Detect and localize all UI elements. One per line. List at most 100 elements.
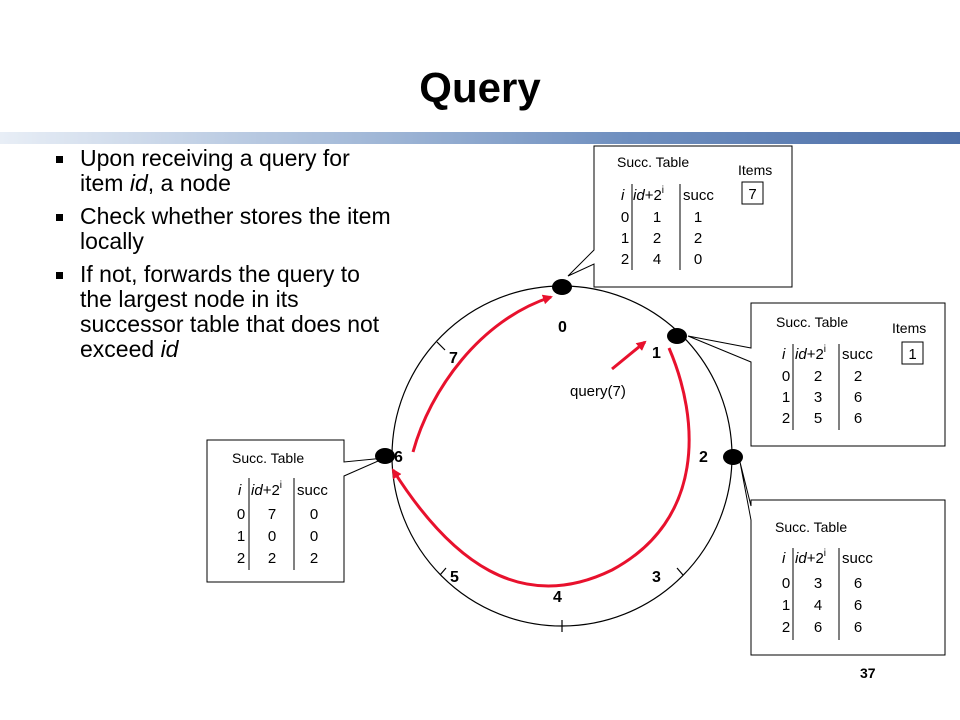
ring-label: 0: [558, 319, 567, 336]
table-cell: 0: [621, 209, 629, 226]
table-cell: 6: [854, 597, 862, 614]
col-header-id: id+2i: [251, 480, 282, 499]
ring-label: 1: [652, 345, 661, 362]
square-bullet-icon: [56, 272, 63, 279]
query-path-6-to-0: [411, 294, 553, 453]
items-label: Items: [892, 320, 926, 336]
table-cell: 0: [694, 251, 702, 268]
table-cell: 4: [653, 251, 661, 268]
table-cell: 1: [782, 389, 790, 406]
query-label: query(7): [570, 383, 626, 400]
table-cell: 1: [653, 209, 661, 226]
table-cell: 0: [782, 368, 790, 385]
items-value: 7: [748, 186, 756, 203]
table-cell: 0: [237, 506, 245, 523]
table-cell: 5: [814, 410, 822, 427]
col-header-i: i: [782, 346, 786, 363]
table-cell: 2: [814, 368, 822, 385]
col-header-succ: succ: [842, 550, 873, 567]
slide-title: Query: [419, 64, 541, 111]
col-header-succ: succ: [842, 346, 873, 363]
ring-label: 4: [553, 589, 562, 606]
items-box: [901, 341, 924, 365]
bullet-item: Check whether stores the item locally: [52, 204, 392, 254]
ring-label: 6: [394, 449, 403, 466]
col-header-id: id+2i: [795, 344, 826, 363]
table-cell: 0: [310, 528, 318, 545]
table-cell: 2: [621, 251, 629, 268]
bullet-text: Check whether stores the item locally: [80, 203, 391, 254]
square-bullet-icon: [56, 156, 63, 163]
table-cell: 6: [854, 389, 862, 406]
table-cell: 6: [854, 575, 862, 592]
table-title: Succ. Table: [232, 450, 304, 466]
table-cell: 2: [782, 619, 790, 636]
ring-tick: [439, 567, 447, 576]
bullet-text: If not, forwards the query to the larges…: [80, 261, 380, 362]
col-header-i: i: [782, 550, 786, 567]
col-header-id: id+2i: [633, 185, 664, 204]
bullet-emphasis: id: [129, 170, 148, 196]
table-cell: 1: [237, 528, 245, 545]
succ-table-callout-node6: [206, 439, 386, 583]
node-2: [723, 449, 743, 465]
table-cell: 3: [814, 575, 822, 592]
ring-tick: [676, 567, 684, 576]
ring-label: 5: [450, 569, 459, 586]
table-cell: 2: [694, 230, 702, 247]
table-title: Succ. Table: [776, 314, 848, 330]
table-title: Succ. Table: [617, 154, 689, 170]
succ-table-callout-node2: [739, 461, 946, 656]
table-cell: 2: [237, 550, 245, 567]
table-cell: 6: [854, 410, 862, 427]
table-title: Succ. Table: [775, 519, 847, 535]
bullet-item: Upon receiving a query for item id, a no…: [52, 146, 392, 196]
title-underline-bar: [0, 132, 960, 144]
table-cell: 1: [621, 230, 629, 247]
col-header-id: id+2i: [795, 548, 826, 567]
bullet-item: If not, forwards the query to the larges…: [52, 262, 392, 362]
table-cell: 6: [854, 619, 862, 636]
page-number: 37: [860, 665, 876, 681]
bullet-text: , a node: [147, 170, 231, 196]
node-6: [375, 448, 395, 464]
table-cell: 2: [854, 368, 862, 385]
table-rows-node0: 0 1 1 1 2 2 2 4 0: [621, 209, 702, 268]
square-bullet-icon: [56, 214, 63, 221]
bullet-text: Upon receiving a query for item: [80, 145, 350, 196]
table-cell: 2: [653, 230, 661, 247]
node-0: [552, 279, 572, 295]
table-rows-node6: 0 7 0 1 0 0 2 2 2: [237, 506, 318, 567]
table-cell: 0: [782, 575, 790, 592]
table-cell: 4: [814, 597, 822, 614]
table-cell: 2: [782, 410, 790, 427]
items-value: 1: [908, 346, 916, 363]
table-cell: 1: [782, 597, 790, 614]
table-cell: 3: [814, 389, 822, 406]
bullet-list: Upon receiving a query for item id, a no…: [52, 146, 392, 370]
table-rows-node2: 0 3 6 1 4 6 2 6 6: [782, 575, 862, 636]
items-label: Items: [738, 162, 772, 178]
col-header-succ: succ: [297, 482, 328, 499]
col-header-i: i: [238, 482, 242, 499]
table-cell: 0: [310, 506, 318, 523]
col-header-i: i: [621, 187, 625, 204]
table-cell: 2: [268, 550, 276, 567]
ring-label: 2: [699, 449, 708, 466]
query-entry-arrow: [611, 340, 647, 371]
bullet-emphasis: id: [160, 336, 179, 362]
table-cell: 7: [268, 506, 276, 523]
ring-label: 7: [449, 350, 458, 367]
table-cell: 6: [814, 619, 822, 636]
succ-table-callout-node1: [687, 302, 946, 447]
items-box: [741, 181, 764, 205]
table-rows-node1: 0 2 2 1 3 6 2 5 6: [782, 368, 862, 427]
node-1: [667, 328, 687, 344]
ring-label: 3: [652, 569, 661, 586]
ring-tick: [436, 341, 446, 351]
table-cell: 2: [310, 550, 318, 567]
query-path-1-to-6: [391, 347, 691, 588]
col-header-succ: succ: [683, 187, 714, 204]
table-cell: 1: [694, 209, 702, 226]
